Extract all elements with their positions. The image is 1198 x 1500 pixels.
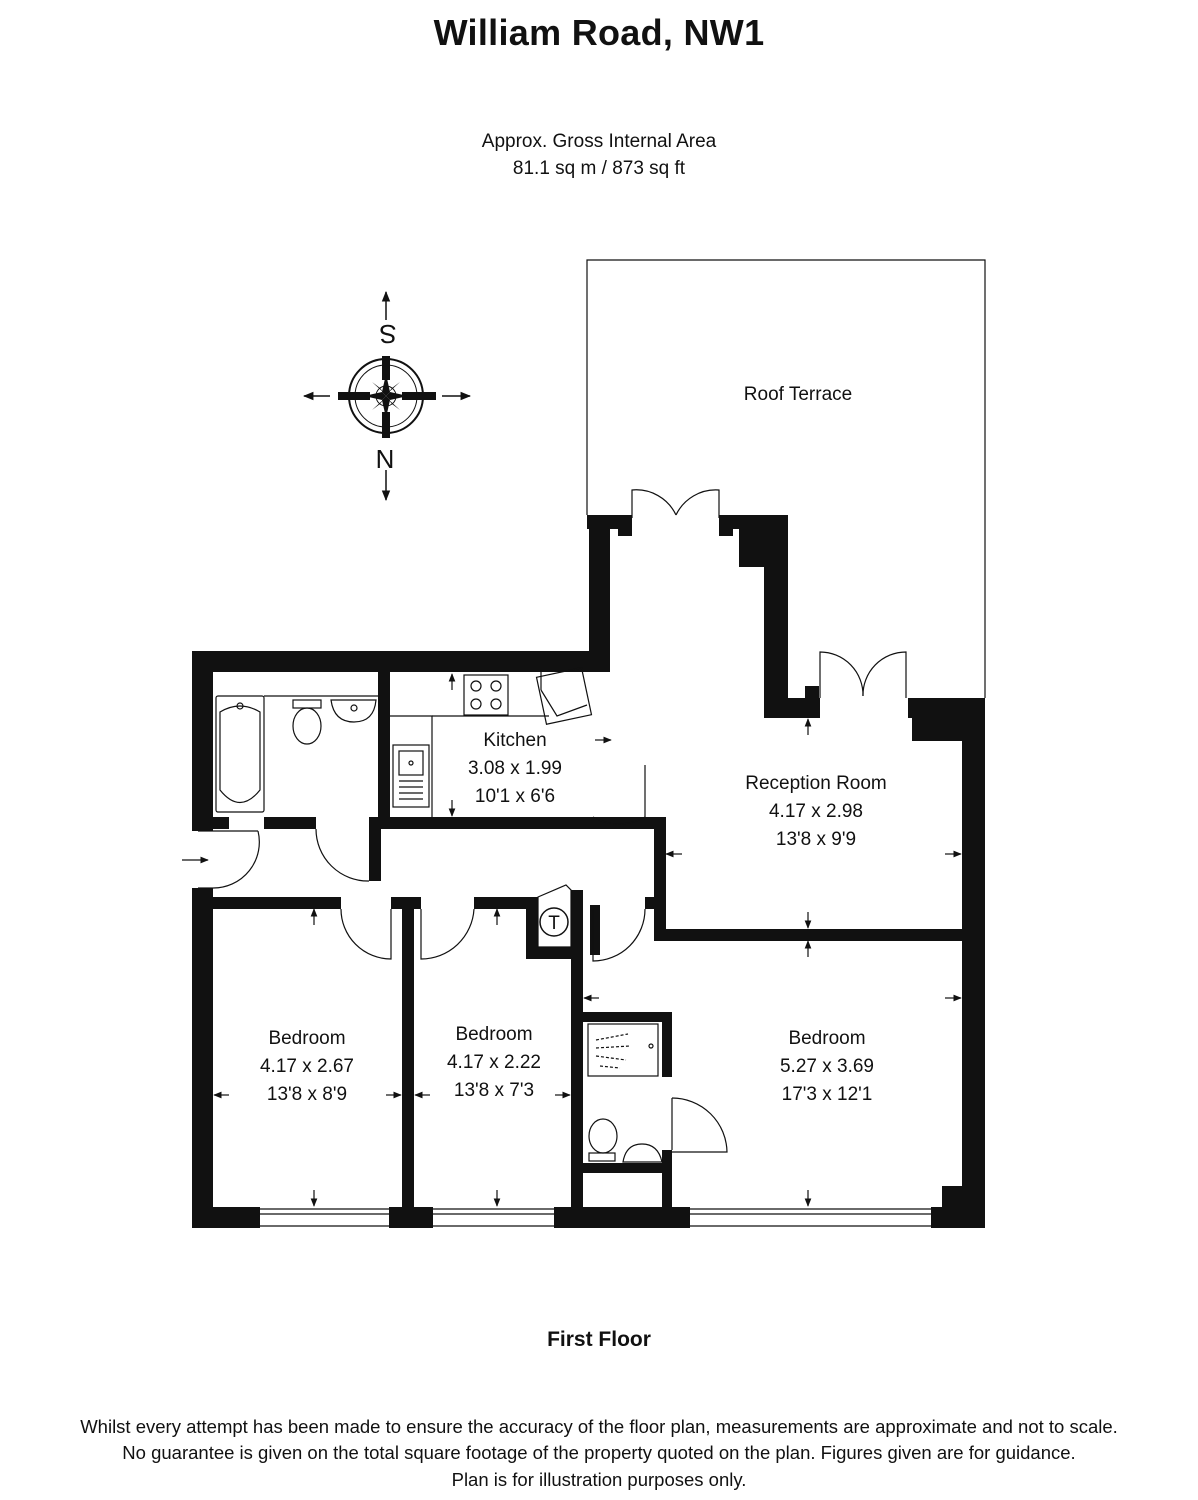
disclaimer-line-2: No guarantee is given on the total squar… [122, 1442, 1076, 1463]
bathroom-fixtures [215, 695, 378, 813]
compass-n-letter: N [376, 444, 395, 474]
bedroom1-metric: 4.17 x 2.67 [260, 1056, 354, 1077]
reception-name: Reception Room [745, 773, 887, 794]
area-caption: Approx. Gross Internal Area [481, 131, 717, 152]
reception-imperial: 13'8 x 9'9 [776, 829, 856, 850]
plan-title: William Road, NW1 [433, 12, 765, 53]
tank-cupboard: T [537, 884, 572, 948]
ensuite-basin-icon [622, 1143, 663, 1163]
toilet-icon [292, 699, 322, 709]
compass-icon: S N [302, 290, 472, 502]
kitchen-imperial: 10'1 x 6'6 [475, 786, 555, 807]
bedroom1-imperial: 13'8 x 8'9 [267, 1084, 347, 1105]
bedroom2-metric: 4.17 x 2.22 [447, 1052, 541, 1073]
roof-terrace-label: Roof Terrace [744, 384, 852, 405]
ensuite-toilet-icon [588, 1118, 618, 1154]
bedroom3-name: Bedroom [788, 1028, 865, 1049]
floor-name: First Floor [547, 1328, 651, 1351]
basin-icon [330, 699, 377, 723]
bath-icon [215, 695, 265, 813]
ensuite-fixtures [587, 1023, 663, 1163]
tank-symbol: T [548, 913, 560, 934]
walls [192, 515, 985, 1228]
hob-icon [463, 674, 509, 716]
disclaimer-line-1: Whilst every attempt has been made to en… [80, 1416, 1118, 1437]
kitchen-fixtures [390, 667, 593, 817]
sink-icon [392, 744, 430, 808]
kitchen-name: Kitchen [483, 730, 546, 751]
windows [260, 1208, 931, 1227]
bedroom3-metric: 5.27 x 3.69 [780, 1056, 874, 1077]
reception-metric: 4.17 x 2.98 [769, 801, 863, 822]
compass-s-letter: S [379, 319, 396, 349]
doors [198, 489, 907, 1153]
bedroom2-name: Bedroom [455, 1024, 532, 1045]
disclaimer-line-3: Plan is for illustration purposes only. [451, 1469, 747, 1490]
bedroom1-name: Bedroom [268, 1028, 345, 1049]
roof-terrace [586, 259, 986, 698]
shower-icon [587, 1023, 659, 1077]
dimension-arrows [182, 673, 962, 1207]
bedroom3-imperial: 17'3 x 12'1 [782, 1084, 873, 1105]
bedroom2-imperial: 13'8 x 7'3 [454, 1080, 534, 1101]
kitchen-metric: 3.08 x 1.99 [468, 758, 562, 779]
area-figures: 81.1 sq m / 873 sq ft [512, 158, 686, 179]
